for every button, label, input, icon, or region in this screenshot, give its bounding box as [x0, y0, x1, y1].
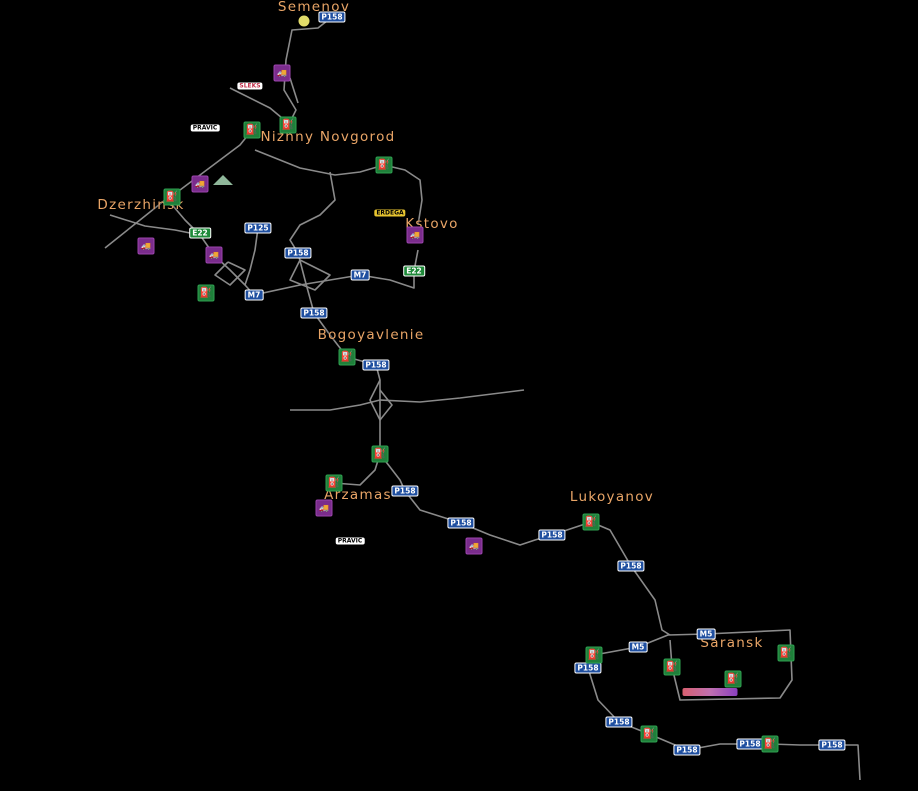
company-logo: ERDEGA — [374, 209, 406, 217]
truck-garage-icon[interactable]: 🚚 — [205, 246, 223, 264]
fuel-station-icon[interactable]: ⛽ — [640, 725, 658, 743]
fuel-station-icon[interactable]: ⛽ — [243, 121, 261, 139]
road-segment — [214, 261, 246, 286]
road-shield-p158: P158 — [391, 485, 419, 497]
recruitment-agency-icon[interactable] — [213, 175, 233, 185]
road-shield-p158: P158 — [284, 247, 312, 259]
truck-garage-icon[interactable]: 🚚 — [465, 537, 483, 555]
company-logo: PRAVIC — [335, 537, 365, 545]
company-logo: PRAVIC — [190, 124, 220, 132]
road-shield-p125: P125 — [244, 222, 272, 234]
road-segment — [244, 227, 259, 286]
fuel-station-icon[interactable]: ⛽ — [325, 474, 343, 492]
fuel-station-icon[interactable]: ⛽ — [338, 348, 356, 366]
road-segment — [289, 259, 331, 291]
fuel-station-icon[interactable]: ⛽ — [279, 116, 297, 134]
city-label-lukoyanov[interactable]: Lukoyanov — [569, 489, 655, 505]
road-shield-e22: E22 — [189, 227, 211, 239]
fuel-station-icon[interactable]: ⛽ — [197, 284, 215, 302]
road-shield-p158: P158 — [318, 11, 346, 23]
road-shield-p158: P158 — [736, 738, 764, 750]
fuel-station-icon[interactable]: ⛽ — [585, 646, 603, 664]
road-segment — [290, 389, 525, 411]
truck-garage-icon[interactable]: 🚚 — [273, 64, 291, 82]
city-label-bogoyavlenie[interactable]: Bogoyavlenie — [317, 327, 425, 343]
road-shield-m7: M7 — [244, 289, 264, 301]
service-icon[interactable] — [298, 15, 310, 27]
fuel-station-icon[interactable]: ⛽ — [663, 658, 681, 676]
fuel-station-icon[interactable]: ⛽ — [163, 188, 181, 206]
road-segment — [109, 214, 201, 236]
road-shield-p158: P158 — [617, 560, 645, 572]
truck-garage-icon[interactable]: 🚚 — [406, 226, 424, 244]
road-shield-p158: P158 — [538, 529, 566, 541]
road-segment — [229, 87, 283, 119]
road-segment — [379, 453, 671, 636]
industry-area-icon — [682, 688, 738, 696]
road-segment — [369, 379, 393, 421]
road-shield-p158: P158 — [447, 517, 475, 529]
road-shield-p158: P158 — [300, 307, 328, 319]
fuel-station-icon[interactable]: ⛽ — [371, 445, 389, 463]
fuel-station-icon[interactable]: ⛽ — [761, 735, 779, 753]
truck-garage-icon[interactable]: 🚚 — [137, 237, 155, 255]
road-segment — [283, 16, 333, 126]
city-label-semenov[interactable]: Semenov — [277, 0, 351, 15]
company-logo: SLEKS — [237, 82, 263, 90]
city-label-dzerzhinsk[interactable]: Dzerzhinsk — [97, 197, 185, 213]
road-shield-p158: P158 — [605, 716, 633, 728]
fuel-station-icon[interactable]: ⛽ — [724, 670, 742, 688]
road-shield-p158: P158 — [362, 359, 390, 371]
road-shield-e22: E22 — [403, 265, 425, 277]
road-shield-p158: P158 — [818, 739, 846, 751]
road-shield-p158: P158 — [673, 744, 701, 756]
truck-garage-icon[interactable]: 🚚 — [191, 175, 209, 193]
road-segment — [289, 77, 299, 104]
road-shield-m5: M5 — [628, 641, 648, 653]
fuel-station-icon[interactable]: ⛽ — [582, 513, 600, 531]
fuel-station-icon[interactable]: ⛽ — [777, 644, 795, 662]
city-label-saransk[interactable]: Saransk — [700, 635, 764, 651]
road-shield-m5: M5 — [696, 628, 716, 640]
road-shield-p158: P158 — [574, 662, 602, 674]
road-shield-m7: M7 — [350, 269, 370, 281]
fuel-station-icon[interactable]: ⛽ — [375, 156, 393, 174]
truck-garage-icon[interactable]: 🚚 — [315, 499, 333, 517]
